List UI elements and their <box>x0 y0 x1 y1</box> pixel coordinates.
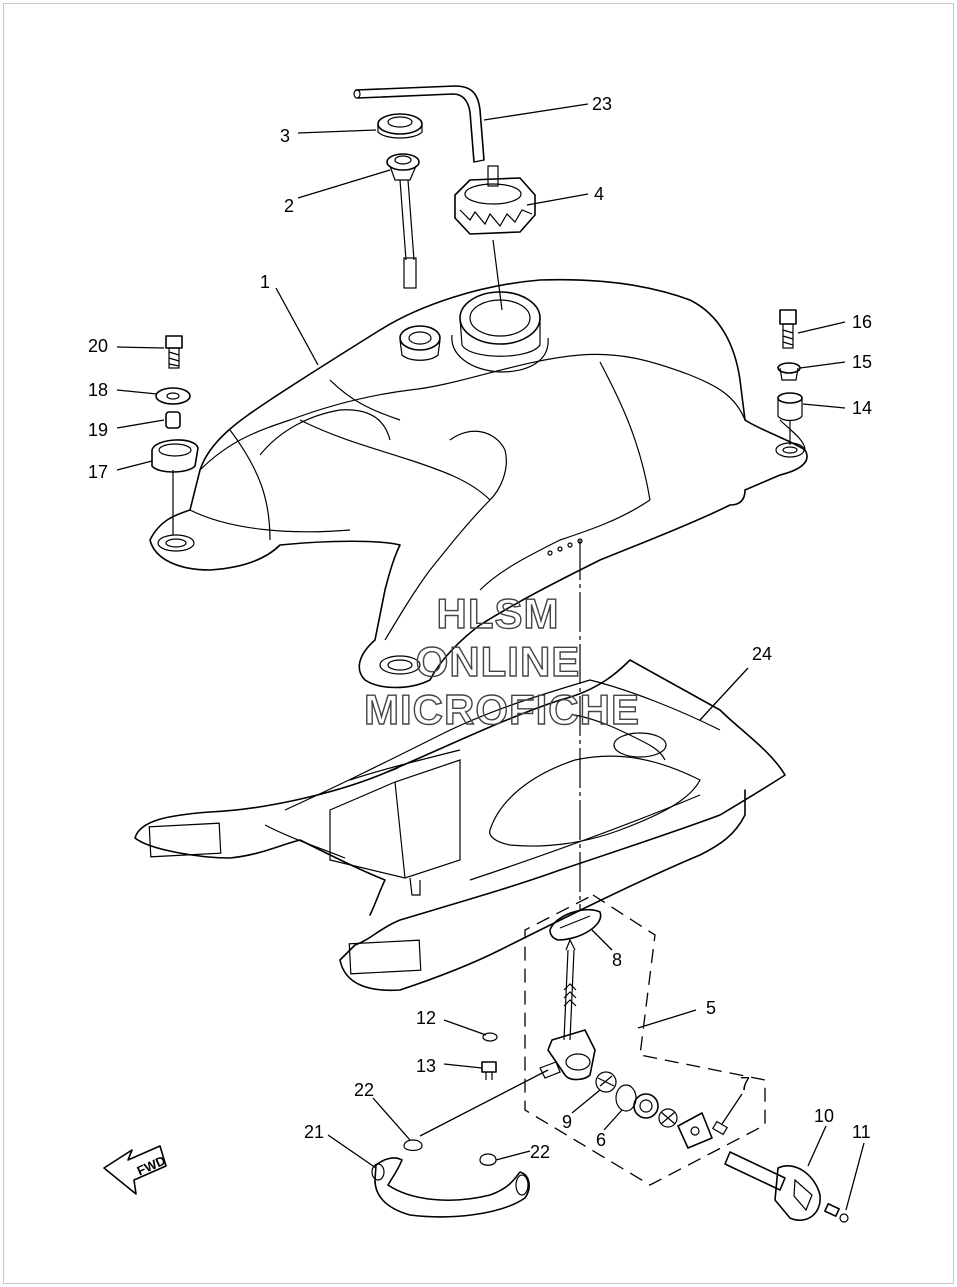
under-tray <box>134 659 786 992</box>
callout-1: 1 <box>260 272 270 292</box>
callout-19: 19 <box>88 420 108 440</box>
fuel-cock-assembly-boundary <box>524 894 766 1186</box>
fuel-cock-small-parts <box>481 1032 729 1149</box>
level-gauge-parts <box>377 113 423 289</box>
callout-4: 4 <box>594 184 604 204</box>
callout-22-upper: 22 <box>354 1080 374 1100</box>
callout-10: 10 <box>814 1106 834 1126</box>
callout-9: 9 <box>562 1112 572 1132</box>
callout-13: 13 <box>416 1056 436 1076</box>
callout-16: 16 <box>852 312 872 332</box>
callout-5: 5 <box>706 998 716 1018</box>
callout-15: 15 <box>852 352 872 372</box>
fuel-hose <box>371 1139 530 1218</box>
callout-18: 18 <box>88 380 108 400</box>
right-mount-hardware <box>777 309 803 422</box>
fuel-cock <box>539 938 596 1081</box>
left-mount-hardware <box>151 335 199 473</box>
callout-11: 11 <box>852 1122 871 1142</box>
watermark-line-3: MICROFICHE <box>364 686 640 733</box>
watermark-line-2: ONLINE <box>416 638 581 685</box>
fuel-cap <box>454 165 536 235</box>
callout-12: 12 <box>416 1008 436 1028</box>
forward-label: FWD <box>135 1153 168 1179</box>
vent-holes <box>547 538 583 556</box>
callout-7: 7 <box>740 1074 750 1094</box>
callout-22-lower: 22 <box>530 1142 550 1162</box>
callout-23: 23 <box>592 94 612 114</box>
gasket <box>549 908 602 941</box>
callout-17: 17 <box>88 462 108 482</box>
callout-6: 6 <box>596 1130 606 1150</box>
fuel-cock-lever <box>724 1151 849 1223</box>
callout-21: 21 <box>304 1122 324 1142</box>
callout-14: 14 <box>852 398 872 418</box>
breather-hose <box>353 85 485 163</box>
callout-24: 24 <box>752 644 772 664</box>
callout-2: 2 <box>284 196 294 216</box>
watermark: HLSM ONLINE MICROFICHE <box>363 589 640 733</box>
callout-labels: 1 2 3 4 5 6 7 8 9 10 11 12 13 14 15 16 1… <box>88 94 872 1162</box>
leader-lines <box>116 103 865 1211</box>
watermark-line-1: HLSM <box>437 590 560 637</box>
callout-20: 20 <box>88 336 108 356</box>
callout-8: 8 <box>612 950 622 970</box>
forward-arrow-icon: FWD <box>103 1145 168 1195</box>
callout-3: 3 <box>280 126 290 146</box>
